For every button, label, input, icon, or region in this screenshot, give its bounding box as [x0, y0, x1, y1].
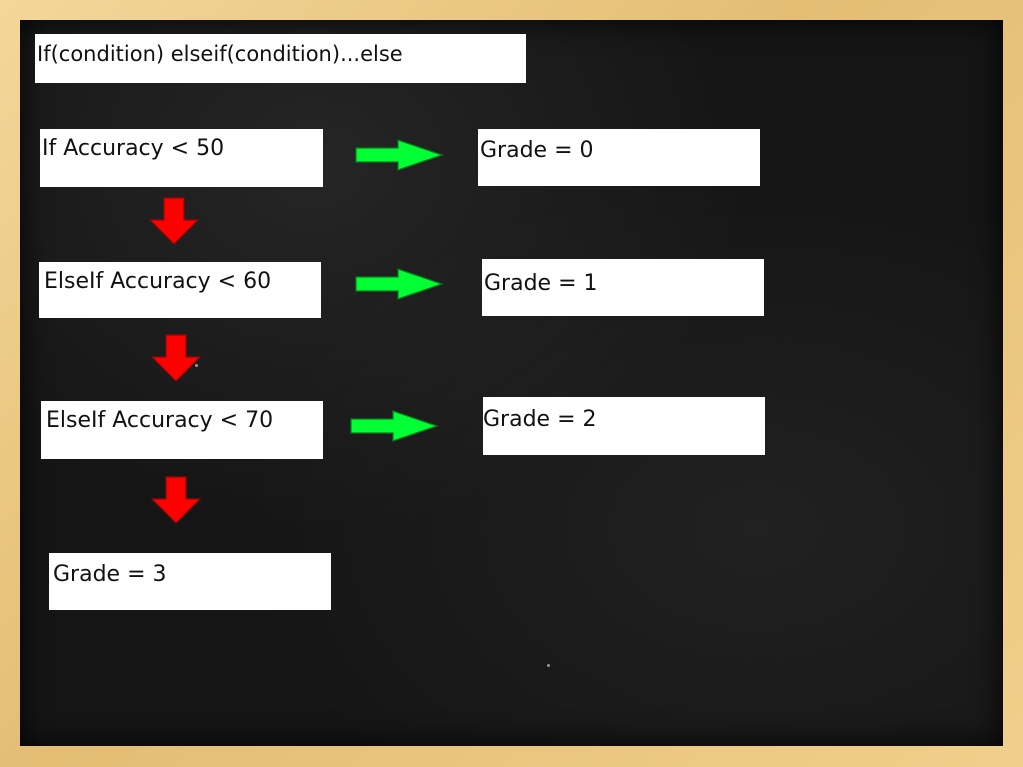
result-text: Grade = 1: [484, 271, 598, 296]
chalk-speck: [195, 364, 198, 367]
condition-text: ElseIf Accuracy < 60: [44, 269, 272, 294]
else-result-text: Grade = 3: [53, 562, 167, 587]
result-text: Grade = 0: [480, 138, 594, 163]
right-arrow-icon: [355, 139, 444, 171]
result-box-2: Grade = 1: [482, 259, 764, 316]
condition-text: If Accuracy < 50: [42, 136, 225, 161]
result-box-3: Grade = 2: [483, 397, 765, 455]
title-text: If(condition) elseif(condition)...else: [37, 42, 403, 66]
condition-box-2: ElseIf Accuracy < 60: [39, 262, 321, 318]
title-box: If(condition) elseif(condition)...else: [35, 34, 526, 83]
result-box-1: Grade = 0: [478, 129, 760, 186]
chalk-speck: [547, 664, 550, 667]
condition-box-3: ElseIf Accuracy < 70: [41, 401, 323, 459]
down-arrow-icon: [150, 476, 202, 524]
right-arrow-icon: [350, 410, 439, 442]
right-arrow-icon: [355, 268, 444, 300]
result-text: Grade = 2: [483, 407, 597, 432]
down-arrow-icon: [150, 334, 202, 382]
condition-text: ElseIf Accuracy < 70: [46, 408, 274, 433]
condition-box-1: If Accuracy < 50: [40, 129, 323, 187]
down-arrow-icon: [148, 197, 200, 245]
else-result-box: Grade = 3: [49, 553, 331, 610]
